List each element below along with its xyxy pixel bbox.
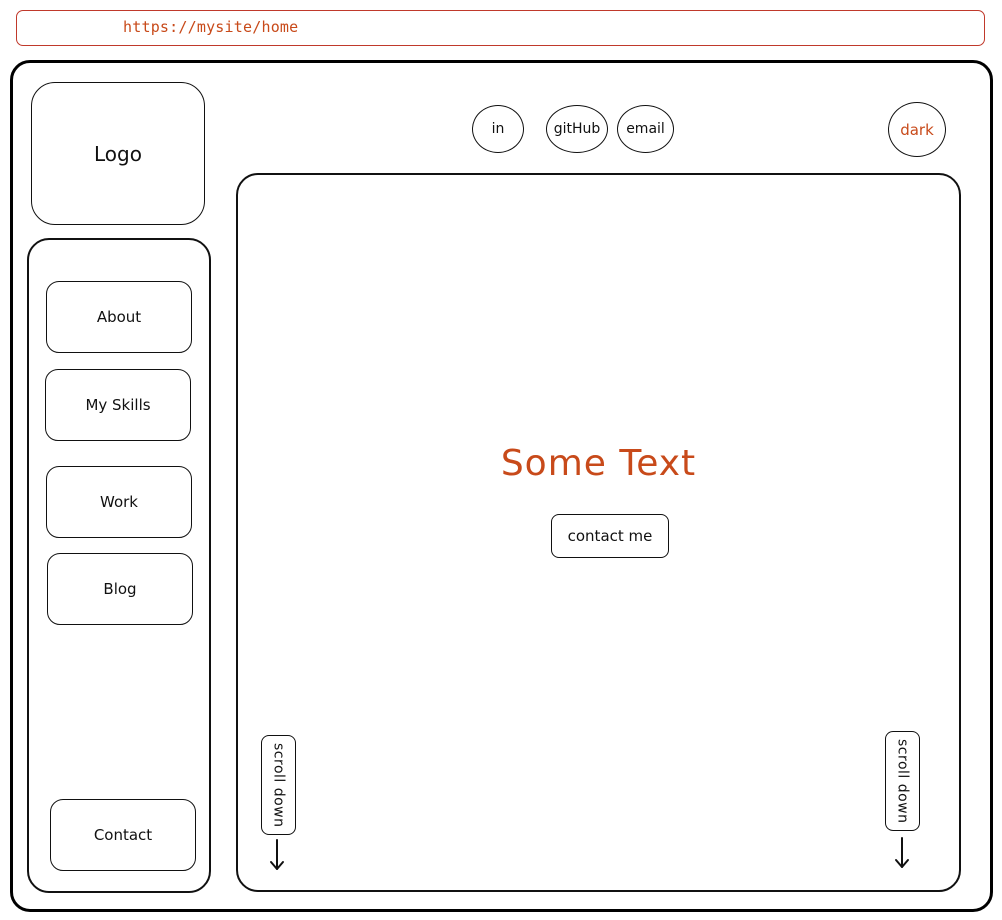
logo-label: Logo: [94, 141, 142, 166]
logo[interactable]: Logo: [31, 82, 205, 225]
hero-text: Some Text: [500, 443, 697, 484]
sidebar-item-about[interactable]: About: [46, 281, 192, 353]
arrow-down-icon: [895, 837, 909, 868]
scroll-down-right[interactable]: scroll down: [885, 731, 920, 831]
sidebar-item-work[interactable]: Work: [46, 466, 192, 538]
github-link[interactable]: gitHub: [546, 105, 608, 153]
email-label: email: [626, 121, 665, 137]
url-text: https://mysite/home: [123, 18, 299, 36]
email-link[interactable]: email: [617, 105, 674, 153]
contact-me-button[interactable]: contact me: [551, 514, 669, 558]
dark-mode-toggle[interactable]: dark: [888, 102, 946, 157]
dark-mode-label: dark: [900, 120, 934, 139]
browser-window: [10, 60, 993, 912]
sidebar-item-label: Blog: [103, 580, 137, 598]
arrow-down-icon: [270, 839, 284, 870]
contact-me-label: contact me: [567, 527, 653, 545]
main-panel: Some Text contact me scroll down scroll …: [236, 173, 961, 892]
scroll-down-left[interactable]: scroll down: [261, 735, 296, 835]
url-bar[interactable]: https://mysite/home: [16, 10, 985, 46]
sidebar-item-label: Work: [100, 493, 138, 511]
linkedin-label: in: [491, 121, 505, 137]
sidebar-item-label: About: [96, 308, 142, 326]
scroll-down-label: scroll down: [270, 742, 287, 828]
sidebar-item-blog[interactable]: Blog: [47, 553, 193, 625]
scroll-down-label: scroll down: [894, 738, 911, 824]
sidebar-item-label: Contact: [93, 826, 153, 844]
sidebar-item-contact[interactable]: Contact: [50, 799, 196, 871]
linkedin-link[interactable]: in: [472, 105, 524, 153]
sidebar: About My Skills Work Blog Contact: [27, 238, 211, 893]
github-label: gitHub: [553, 121, 601, 137]
sidebar-item-label: My Skills: [85, 396, 151, 414]
sidebar-item-my-skills[interactable]: My Skills: [45, 369, 191, 441]
